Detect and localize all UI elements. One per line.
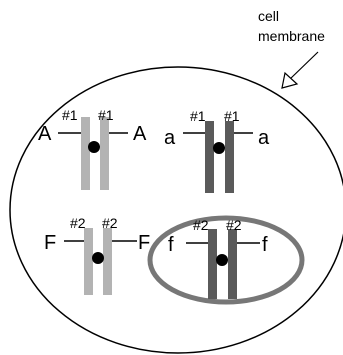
chromatid-right [100, 117, 109, 190]
allele-right: F [138, 232, 150, 254]
chromosome-number-left: #2 [70, 215, 86, 231]
chromosome-pair-1: #1 #1 A A [38, 107, 147, 190]
centromere [88, 141, 100, 153]
allele-right: A [133, 123, 147, 145]
arrow-icon [281, 51, 319, 89]
chromosome-number-left: #2 [193, 217, 209, 233]
cell-outline [9, 66, 343, 354]
callout-line-1: cell [258, 8, 279, 24]
chromatid-right [228, 229, 237, 299]
chromosome-pair-2: #1 #1 a a [164, 108, 270, 193]
chromatid-left [81, 117, 90, 190]
chromatid-left [84, 228, 93, 295]
chromatid-left [208, 229, 217, 299]
allele-left: A [38, 123, 52, 145]
chromosome-number-right: #1 [224, 108, 240, 124]
chromosome-number-right: #2 [102, 215, 118, 231]
chromatid-left [205, 121, 214, 193]
allele-left: F [44, 232, 56, 254]
allele-left: f [168, 234, 174, 256]
centromere [92, 252, 104, 264]
allele-left: a [164, 127, 176, 149]
chromosome-number-left: #1 [62, 107, 78, 123]
highlight-ring [147, 215, 305, 305]
allele-right: f [262, 234, 268, 256]
chromosome-number-right: #1 [98, 107, 114, 123]
chromatid-right [225, 121, 234, 193]
centromere [216, 254, 228, 266]
chromosome-pair-3: #2 #2 F F [44, 215, 150, 295]
chromosome-number-right: #2 [226, 217, 242, 233]
allele-right: a [258, 127, 270, 149]
chromosome-pair-4: #2 #2 f f [168, 217, 268, 299]
callout-line-2: membrane [258, 28, 325, 44]
chromosome-number-left: #1 [190, 108, 206, 124]
chromatid-right [103, 228, 112, 295]
centromere [213, 142, 225, 154]
